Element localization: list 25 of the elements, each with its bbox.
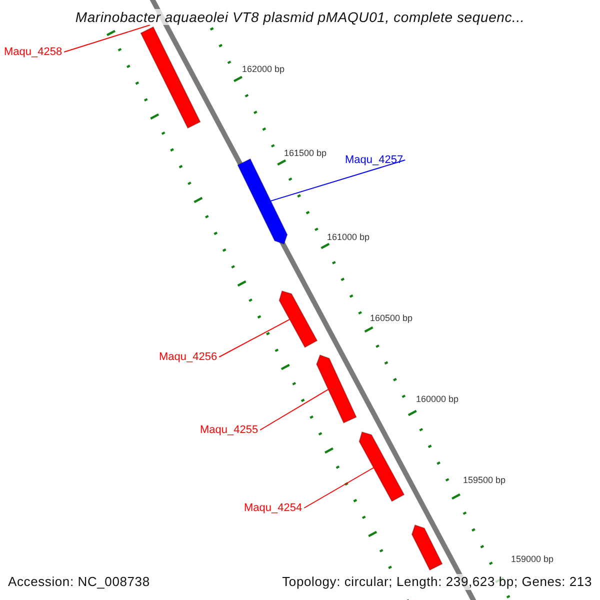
gene-feature: [316, 354, 358, 424]
tick-label: 161000 bp: [327, 232, 370, 242]
tick-label: 161500 bp: [284, 148, 327, 158]
leader-line: [260, 388, 329, 430]
tick-label: 160500 bp: [370, 313, 413, 323]
summary-text: Topology: circular; Length: 239,623 bp; Genes: 213: [280, 574, 594, 590]
gene-feature: [140, 26, 201, 129]
tick-label: 160000 bp: [416, 394, 459, 404]
gene-feature: [411, 524, 443, 571]
leader-line: [304, 467, 374, 508]
leader-line: [218, 318, 290, 358]
gene-label: Maqu_4255: [200, 424, 258, 436]
accession-text: Accession: NC_008738: [6, 574, 152, 590]
gene-label: Maqu_4254: [244, 502, 302, 514]
gene-label: Maqu_4258: [4, 46, 62, 58]
gene-feature: [278, 290, 318, 348]
gene-feature: [358, 431, 405, 502]
leader-line: [64, 24, 150, 52]
tick-label: 162000 bp: [242, 64, 285, 74]
tick-label: 159500 bp: [463, 475, 506, 485]
gene-label: Maqu_4257: [345, 154, 404, 166]
tick-label: 159000 bp: [511, 554, 554, 564]
gene-label: Maqu_4256: [159, 351, 218, 363]
leader-line: [270, 160, 406, 202]
gene-feature: [237, 158, 288, 245]
